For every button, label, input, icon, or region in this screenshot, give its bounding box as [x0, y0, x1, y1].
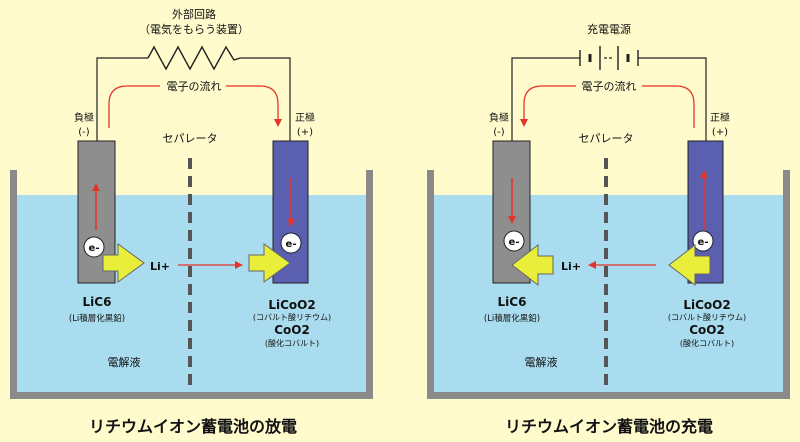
li-ion-arrow-anode	[102, 243, 145, 283]
discharge-panel: 外部回路 （電気をもらう装置） 電子の流れ セパレータ 負極 (-) 正極 (+…	[10, 7, 373, 436]
negative-electrode-label: 負極	[489, 111, 509, 124]
separator-label: セパレータ	[579, 132, 634, 145]
negative-sign: (-)	[78, 127, 90, 138]
cathode-formula-2: CoO2	[689, 323, 725, 337]
positive-sign: (+)	[712, 127, 728, 138]
external-circuit-label: 外部回路	[172, 7, 216, 21]
electron-circle-anode	[503, 230, 525, 252]
cathode-description-2: (酸化コバルト)	[265, 338, 319, 348]
cathode-description-2: (酸化コバルト)	[680, 338, 734, 348]
cathode-formula-2: CoO2	[274, 323, 310, 337]
li-ion-label: Li+	[150, 260, 170, 273]
anode-description: (Li積層化黒鉛)	[69, 313, 125, 324]
positive-sign: (+)	[297, 127, 313, 138]
electron-circle-anode	[83, 236, 105, 258]
external-circuit-wire	[96, 57, 291, 141]
li-ion-label: Li+	[561, 260, 581, 273]
electron-flow-label: 電子の流れ	[167, 79, 222, 93]
electron-symbol: e-	[698, 237, 709, 248]
external-circuit-wire	[511, 57, 707, 141]
anode-formula: LiC6	[83, 295, 112, 309]
electron-flow-arrow	[524, 85, 695, 128]
separator-label: セパレータ	[163, 132, 218, 145]
electron-flow-arrow	[108, 85, 278, 128]
electron-symbol: e-	[286, 239, 297, 250]
electron-symbol: e-	[509, 237, 520, 248]
li-ion-arrow-anode	[511, 243, 554, 287]
cathode-description: (コバルト酸リチウム)	[668, 312, 746, 322]
positive-electrode-label: 正極	[295, 111, 315, 124]
electrolyte-label: 電解液	[525, 355, 558, 369]
resistor-icon	[147, 45, 241, 71]
positive-electrode-label: 正極	[710, 111, 730, 124]
li-ion-arrow-cathode	[668, 243, 711, 287]
anode-formula: LiC6	[498, 295, 527, 309]
electron-symbol: e-	[89, 243, 100, 254]
panel-title: リチウムイオン蓄電池の放電	[89, 417, 297, 436]
electrolyte-label: 電解液	[108, 355, 141, 369]
battery-icon	[579, 46, 639, 70]
negative-sign: (-)	[493, 127, 505, 138]
cathode-formula: LiCoO2	[683, 298, 730, 312]
cathode-formula: LiCoO2	[268, 298, 315, 312]
electron-circle-cathode	[692, 230, 714, 252]
panel-title: リチウムイオン蓄電池の充電	[505, 417, 713, 436]
electron-flow-label: 電子の流れ	[582, 79, 637, 93]
power-source-label: 充電電源	[587, 22, 631, 36]
li-ion-arrow-cathode	[248, 243, 291, 283]
electron-circle-cathode	[280, 232, 302, 254]
negative-electrode-label: 負極	[74, 111, 94, 124]
anode-description: (Li積層化黒鉛)	[484, 313, 540, 324]
cathode-description: (コバルト酸リチウム)	[253, 312, 331, 322]
electrolyte-liquid	[434, 195, 783, 392]
charge-panel: 充電電源 電子の流れ セパレータ 負極 (-) 正極 (+) e- e- Li+…	[427, 22, 790, 436]
external-circuit-sublabel: （電気をもらう装置）	[139, 22, 249, 36]
